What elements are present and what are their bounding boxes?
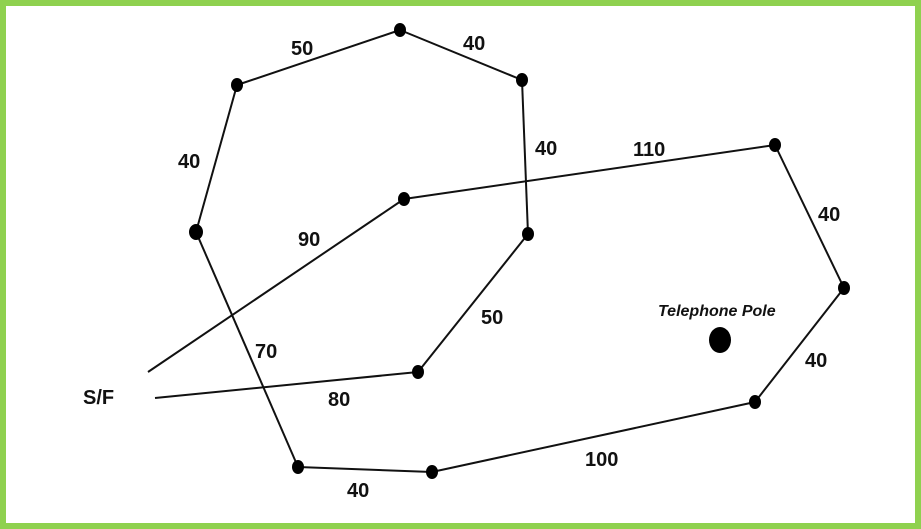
segment-line <box>774 144 845 289</box>
route-node <box>398 192 410 206</box>
segment-length-label: 110 <box>633 139 665 161</box>
route-node <box>838 281 850 295</box>
segment-line <box>147 198 405 373</box>
segment-line <box>521 79 529 235</box>
segment-length-label: 40 <box>178 151 200 173</box>
segment-line <box>399 29 523 81</box>
telephone-pole-marker <box>709 327 731 353</box>
route-node <box>769 138 781 152</box>
segment-length-label: 70 <box>255 341 277 363</box>
route-node <box>394 23 406 37</box>
start-finish-label: S/F <box>83 387 114 409</box>
segment-line <box>236 29 401 86</box>
route-diagram: Telephone Pole S/F 50 40 40 40 110 40 90… <box>83 23 850 502</box>
segment-labels: 50 40 40 40 110 40 90 50 70 40 80 40 100 <box>178 33 840 502</box>
route-node <box>292 460 304 474</box>
segment-length-label: 40 <box>805 350 827 372</box>
segment-length-label: 80 <box>328 389 350 411</box>
route-node <box>426 465 438 479</box>
route-node <box>412 365 424 379</box>
segment-length-label: 100 <box>585 449 618 471</box>
route-node <box>522 227 534 241</box>
segment-length-label: 40 <box>818 204 840 226</box>
route-lines <box>147 29 845 473</box>
segment-length-label: 40 <box>535 138 557 160</box>
segment-line <box>417 233 529 373</box>
segment-length-label: 90 <box>298 229 320 251</box>
segment-line <box>195 84 238 233</box>
segment-length-label: 40 <box>463 33 485 55</box>
telephone-pole-label: Telephone Pole <box>658 303 776 320</box>
segment-line <box>154 371 419 399</box>
route-node <box>749 395 761 409</box>
segment-line <box>195 231 299 468</box>
segment-line <box>403 144 776 200</box>
segment-line <box>754 287 845 403</box>
segment-line <box>297 466 433 473</box>
segment-length-label: 50 <box>291 38 313 60</box>
segment-line <box>431 401 756 473</box>
route-node <box>189 224 203 240</box>
route-node <box>231 78 243 92</box>
segment-length-label: 40 <box>347 480 369 502</box>
segment-length-label: 50 <box>481 307 503 329</box>
route-node <box>516 73 528 87</box>
route-nodes <box>189 23 850 479</box>
